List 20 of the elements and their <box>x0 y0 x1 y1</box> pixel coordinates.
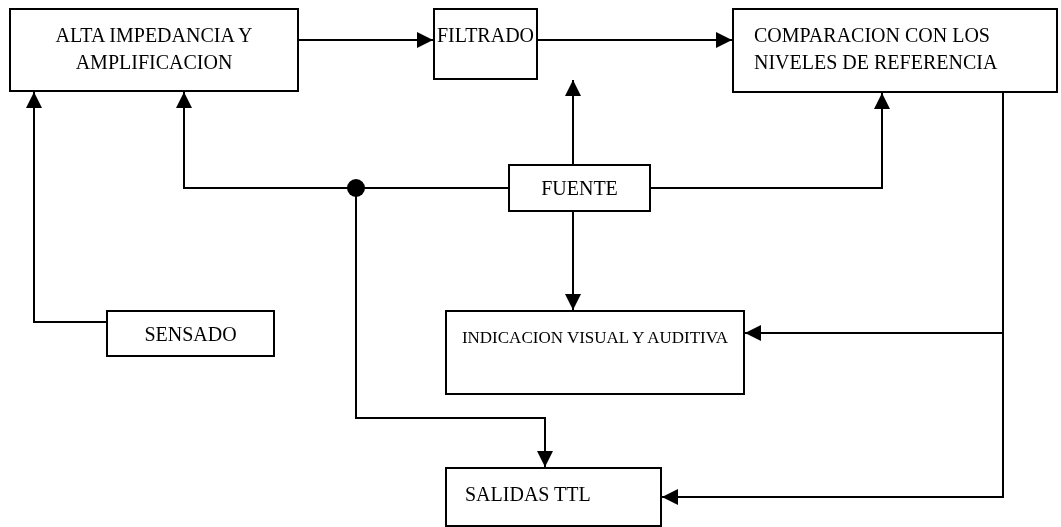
arrow <box>650 92 890 189</box>
arrow <box>537 32 733 48</box>
box-label: FUENTE <box>541 176 618 201</box>
process-box <box>433 8 538 80</box>
process-box <box>445 467 662 527</box>
arrow <box>298 32 434 48</box>
process-box <box>9 8 299 92</box>
arrow <box>565 79 581 165</box>
process-box <box>445 310 745 395</box>
process-box <box>508 164 651 212</box>
box-label: ALTA IMPEDANCIA Y AMPLIFICACION <box>54 23 254 75</box>
box-label: COMPARACION CON LOS NIVELES DE REFERENCIA <box>754 23 999 75</box>
process-box <box>106 310 275 357</box>
arrow <box>565 211 581 311</box>
box-label: SENSADO <box>144 322 237 347</box>
process-box <box>732 8 1058 93</box>
box-label: SALIDAS TTL <box>465 482 591 507</box>
box-label: INDICACION VISUAL Y AUDITIVA <box>461 327 729 349</box>
arrow <box>26 91 107 323</box>
box-label: FILTRADO <box>436 23 535 48</box>
